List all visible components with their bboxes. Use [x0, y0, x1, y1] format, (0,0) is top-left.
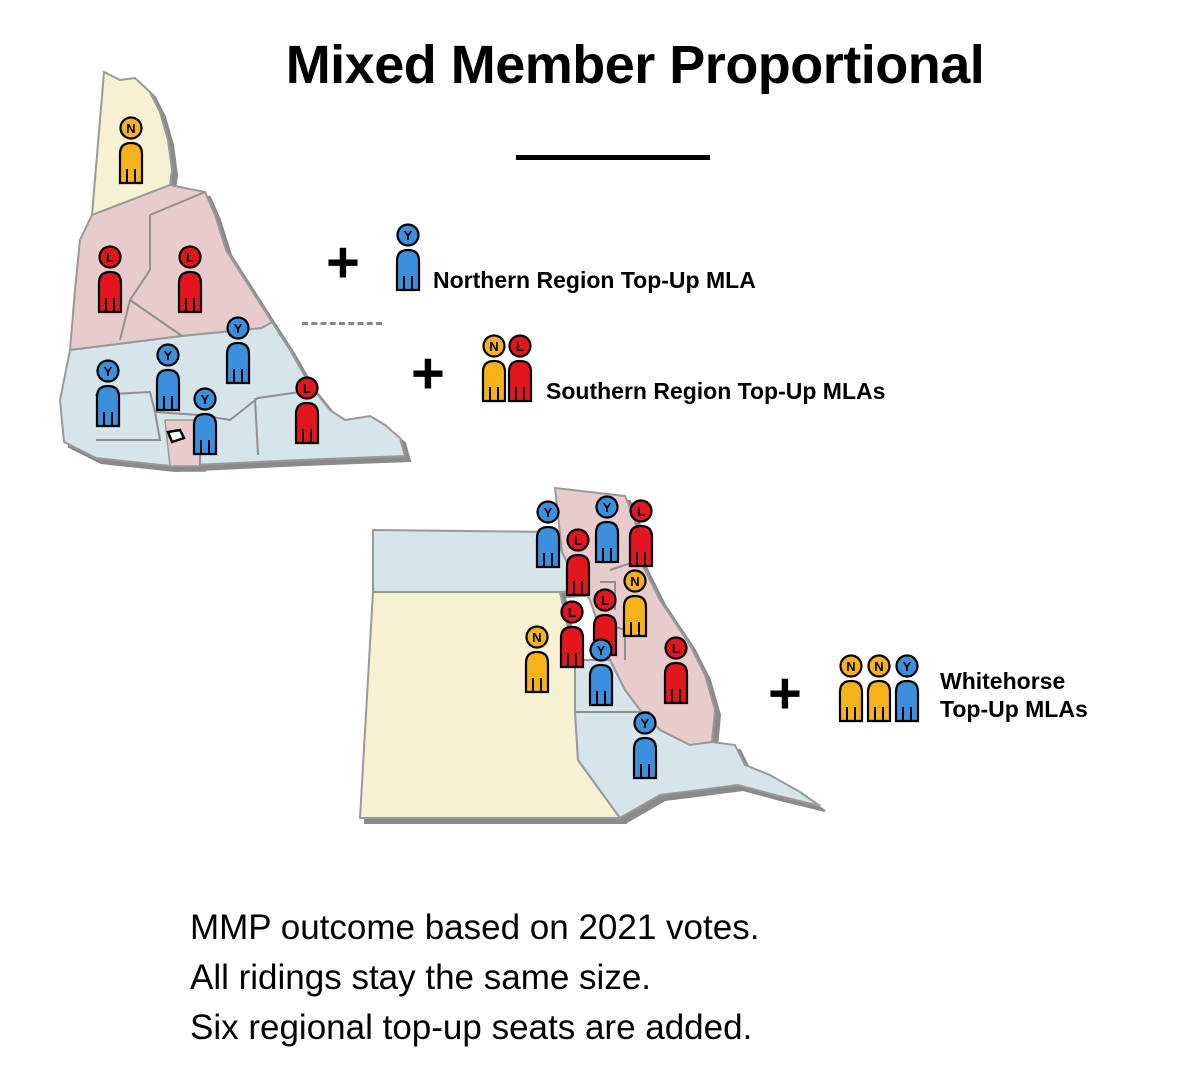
whitehorse-mla-figures: Y Y L L N L L N L Y Y: [524, 495, 689, 780]
whitehorse-topup-label: Whitehorse Top-Up MLAs: [940, 668, 1088, 723]
whitehorse-topup-label-line1: Whitehorse: [940, 668, 1066, 694]
svg-text:Y: Y: [603, 500, 612, 515]
plus-sign-whitehorse: +: [768, 661, 802, 726]
yukon_party-mla-icon: Y: [588, 638, 614, 707]
svg-text:L: L: [574, 533, 582, 548]
liberal-mla-icon: L: [628, 499, 654, 568]
svg-text:Y: Y: [544, 505, 553, 520]
footer-line-3: Six regional top-up seats are added.: [190, 1008, 753, 1047]
yukon_party-mla-icon: Y: [535, 500, 561, 569]
liberal-mla-icon: L: [565, 528, 591, 597]
svg-text:L: L: [672, 641, 680, 656]
page-title: Mixed Member Proportional: [285, 35, 985, 95]
svg-text:L: L: [186, 250, 194, 265]
svg-text:N: N: [846, 659, 855, 674]
ndp-mla-icon: N: [481, 334, 507, 403]
northern-topup-label: Northern Region Top-Up MLA: [433, 267, 756, 293]
svg-text:L: L: [516, 339, 524, 354]
liberal-mla-icon: L: [294, 376, 320, 445]
svg-text:Y: Y: [234, 321, 243, 336]
liberal-mla-icon: L: [559, 600, 585, 669]
footer-line-2: All ridings stay the same size.: [190, 958, 652, 997]
svg-text:N: N: [126, 121, 135, 136]
ndp-mla-icon: N: [622, 569, 648, 638]
territory-mla-figures: N L L Y Y Y Y L: [95, 116, 320, 456]
yukon_party-mla-icon: Y: [225, 316, 251, 385]
yukon_party-mla-icon: Y: [192, 387, 218, 456]
svg-text:N: N: [630, 574, 639, 589]
yukon_party-mla-icon: Y: [95, 359, 121, 428]
ndp-mla-icon: N: [866, 654, 892, 723]
svg-text:Y: Y: [597, 643, 606, 658]
title-underline: [516, 155, 710, 160]
svg-text:L: L: [106, 250, 114, 265]
svg-text:Y: Y: [164, 348, 173, 363]
territory-map: [58, 70, 407, 468]
ndp-mla-icon: N: [524, 625, 550, 694]
yukon_party-mla-icon: Y: [894, 654, 920, 723]
liberal-mla-icon: L: [507, 334, 533, 403]
svg-text:L: L: [303, 381, 311, 396]
footer-notes: MMP outcome based on 2021 votes. All rid…: [190, 903, 759, 1053]
plus-sign-southern: +: [411, 341, 445, 406]
svg-text:N: N: [489, 339, 498, 354]
southern-topup-label: Southern Region Top-Up MLAs: [546, 378, 886, 404]
svg-text:N: N: [532, 630, 541, 645]
svg-text:Y: Y: [201, 392, 210, 407]
svg-text:Y: Y: [404, 228, 413, 243]
whitehorse-marker: [166, 428, 186, 444]
ndp-mla-icon: N: [838, 654, 864, 723]
region-divider: [302, 322, 382, 325]
liberal-mla-icon: L: [97, 245, 123, 314]
yukon_party-mla-icon: Y: [395, 223, 421, 292]
plus-sign-northern: +: [326, 230, 360, 295]
svg-text:Y: Y: [104, 364, 113, 379]
footer-line-1: MMP outcome based on 2021 votes.: [190, 908, 760, 947]
northern-topup-figures: Y: [395, 223, 421, 292]
liberal-mla-icon: L: [177, 245, 203, 314]
svg-text:N: N: [874, 659, 883, 674]
yukon_party-mla-icon: Y: [594, 495, 620, 564]
svg-text:L: L: [568, 605, 576, 620]
ndp-mla-icon: N: [118, 116, 144, 185]
whitehorse-topup-label-line2: Top-Up MLAs: [940, 695, 1088, 722]
svg-text:L: L: [637, 504, 645, 519]
svg-text:Y: Y: [903, 659, 912, 674]
svg-text:L: L: [601, 593, 609, 608]
yukon_party-mla-icon: Y: [632, 711, 658, 780]
svg-text:Y: Y: [641, 716, 650, 731]
liberal-mla-icon: L: [663, 636, 689, 705]
yukon_party-mla-icon: Y: [155, 343, 181, 412]
